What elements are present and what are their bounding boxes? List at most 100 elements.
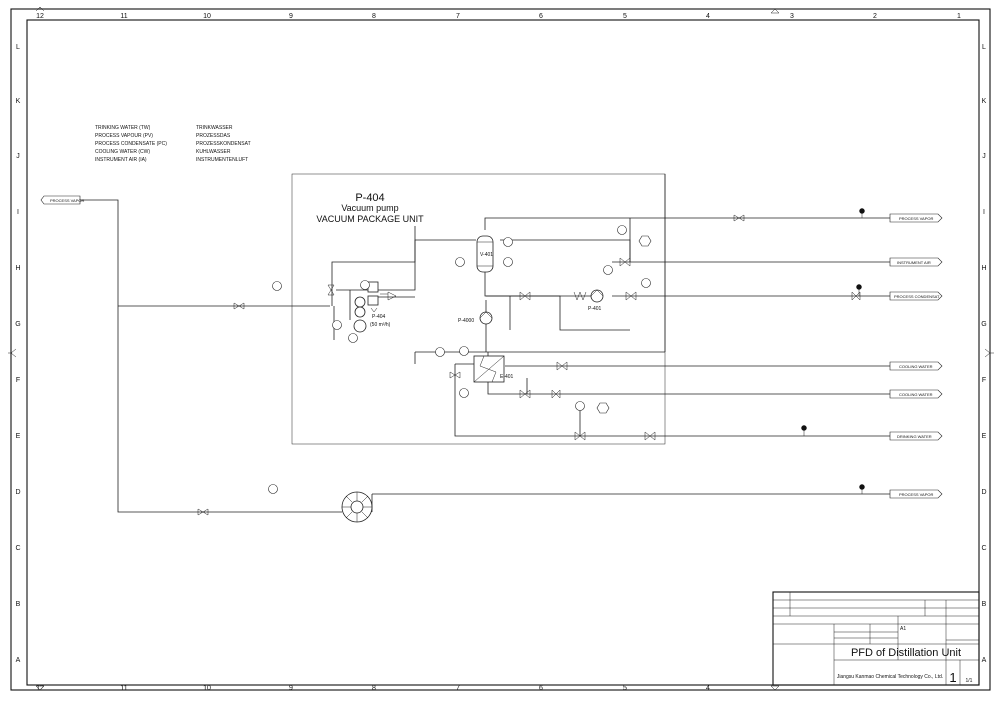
instrument-hex <box>596 402 610 414</box>
row-label: J <box>982 153 986 160</box>
vacuum-pump-p404-note: (50 m³/h) <box>370 322 391 328</box>
column-label: 5 <box>623 685 627 692</box>
row-label: A <box>982 657 987 664</box>
offpage-out-label: DRINKING WATER <box>897 434 932 439</box>
column-label: 6 <box>539 13 543 20</box>
row-label: G <box>981 321 986 328</box>
row-label: D <box>15 489 20 496</box>
instrument-bubble <box>575 401 585 411</box>
package-tag: P-404 <box>355 192 384 204</box>
column-label: 12 <box>36 685 44 692</box>
row-label: H <box>981 265 986 272</box>
instrument-bubble <box>641 278 651 288</box>
column-labels-bottom: 12 11 10 9 8 7 6 5 4 <box>36 685 710 692</box>
row-label: C <box>15 545 20 552</box>
column-label: 3 <box>790 13 794 20</box>
instrument-bubbles <box>268 225 652 494</box>
column-label: 7 <box>456 685 460 692</box>
row-label: A <box>16 657 21 664</box>
exchanger-e401: E-401 <box>473 355 514 383</box>
signal-dots <box>801 208 865 494</box>
instrument-bubble <box>459 388 469 398</box>
instrument-bubble <box>503 237 513 247</box>
row-label: B <box>982 601 987 608</box>
legend-item: PROCESS CONDENSATE (PC) <box>95 141 167 147</box>
column-label: 11 <box>120 13 127 20</box>
legend-item: INSTRUMENT AIR (IA) <box>95 157 147 163</box>
sheet-count: 1/1 <box>966 678 973 684</box>
row-label: H <box>15 265 20 272</box>
column-labels-top: 12 11 10 9 8 7 6 5 4 3 2 1 <box>36 13 961 20</box>
row-label: F <box>982 377 986 384</box>
row-label: E <box>982 433 987 440</box>
column-label: 2 <box>873 13 877 20</box>
legend-item-de: KUHLWASSER <box>196 149 231 155</box>
row-label: G <box>15 321 20 328</box>
row-label: L <box>16 44 20 51</box>
legend-item: COOLING WATER (CW) <box>95 149 150 155</box>
row-label: J <box>16 153 20 160</box>
pump-p4000-label: P-4000 <box>458 318 474 324</box>
signal-dot <box>859 484 865 490</box>
column-label: 10 <box>203 685 211 692</box>
offpage-out-label: PROCESS CONDENSAT <box>894 294 940 299</box>
offpage-connector-out-4: COOLING WATER <box>889 361 943 371</box>
signal-dot <box>801 425 807 431</box>
row-label: K <box>16 98 21 105</box>
legend-item-de: TRINKWASSER <box>196 125 233 131</box>
pump-p401: P-401 <box>573 289 604 312</box>
drawing-border <box>26 19 980 686</box>
column-label: 5 <box>623 13 627 20</box>
exchanger-e401-label: E-401 <box>500 374 514 380</box>
offpage-connector-out-5: COOLING WATER <box>889 389 943 399</box>
column-label: 4 <box>706 685 710 692</box>
legend-item-de: PROZESSKONDENSAT <box>196 141 251 147</box>
row-label: C <box>981 545 986 552</box>
company-name: Jiangsu Kanmao Chemical Technology Co., … <box>837 674 943 680</box>
column-label: 9 <box>289 13 293 20</box>
instrument-bubble <box>268 484 278 494</box>
signal-dot <box>859 208 865 214</box>
offpage-out-label: PROCESS VAPOR <box>899 492 933 497</box>
column-label: 12 <box>36 13 44 20</box>
instrument-bubble <box>459 346 469 356</box>
offpage-in-label: PROCESS VAPOR <box>50 198 84 203</box>
vessel-v401-label: V-401 <box>480 252 493 258</box>
column-label: 6 <box>539 685 543 692</box>
sheet-number: 1 <box>949 670 956 685</box>
column-label: 4 <box>706 13 710 20</box>
vacuum-pump-p404: P-404 (50 m³/h) <box>353 281 397 333</box>
column-label: 8 <box>372 13 376 20</box>
column-label: 10 <box>203 13 211 20</box>
instrument-bubble <box>332 320 342 330</box>
instrument-bubble <box>360 280 370 290</box>
package-line2: VACUUM PACKAGE UNIT <box>316 214 424 224</box>
package-line1: Vacuum pump <box>341 203 398 213</box>
outer-border <box>10 8 991 691</box>
offpage-connector-out-2: INSTRUMENT AIR <box>889 257 943 267</box>
row-label: K <box>982 98 987 105</box>
legend-item: PROCESS VAPOUR (PV) <box>95 133 153 139</box>
fluid-legend: TRINKING WATER (TW) PROCESS VAPOUR (PV) … <box>95 125 251 163</box>
row-labels-right: L K J I H G F E D C B A <box>981 44 986 664</box>
title-block: A1 PFD of Distillation Unit Jiangsu Kanm… <box>772 591 980 686</box>
offpage-connector-out-1: PROCESS VAPOR <box>889 213 943 223</box>
row-label: L <box>982 44 986 51</box>
legend-item-de: INSTRUMENTENLUFT <box>196 157 248 163</box>
legend-item: TRINKING WATER (TW) <box>95 125 151 131</box>
instrument-bubble <box>348 333 358 343</box>
row-label: D <box>981 489 986 496</box>
column-label: 9 <box>289 685 293 692</box>
instrument-bubble <box>617 225 627 235</box>
legend-item-de: PROZESSDAS <box>196 133 231 139</box>
row-label: F <box>16 377 20 384</box>
offpage-connector-in: PROCESS VAPOR <box>40 195 84 205</box>
offpage-connector-out-7: PROCESS VAPOR <box>889 489 943 499</box>
valves <box>197 214 861 516</box>
ring-heater <box>341 491 373 523</box>
offpage-connector-out-3: PROCESS CONDENSAT <box>889 291 943 301</box>
format-label: A1 <box>900 626 906 632</box>
drawing-title: PFD of Distillation Unit <box>851 647 961 659</box>
instrument-hex <box>638 235 652 247</box>
